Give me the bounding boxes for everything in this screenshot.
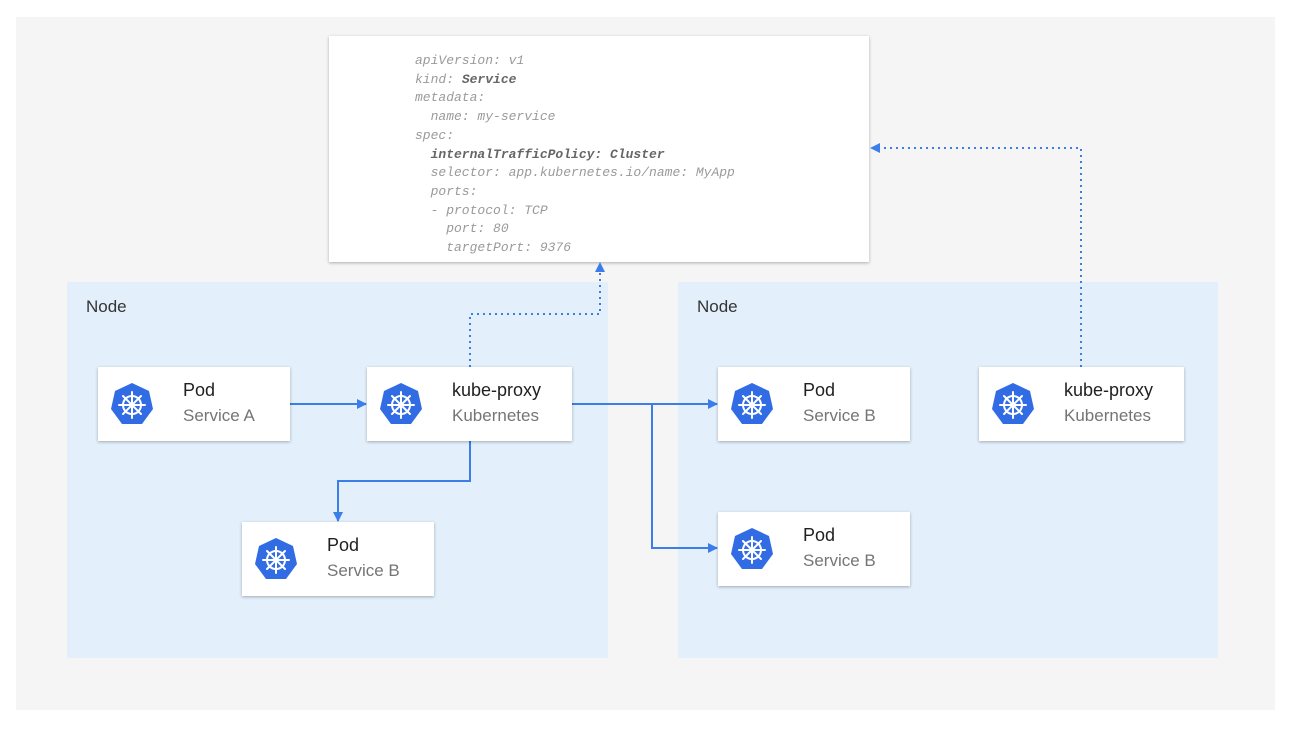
kubernetes-icon xyxy=(730,527,774,570)
service-yaml: apiVersion: v1 kind: Service metadata: n… xyxy=(329,36,869,262)
kubernetes-icon xyxy=(379,382,423,425)
card-subtitle: Kubernetes xyxy=(452,406,539,425)
card-title: kube-proxy xyxy=(1064,380,1154,400)
card-subtitle: Service A xyxy=(183,406,255,425)
yaml-code: apiVersion: v1 kind: Service metadata: n… xyxy=(415,53,735,256)
node-right: Node xyxy=(678,282,1218,658)
arrow-proxy-to-podB-local xyxy=(333,441,471,522)
kubernetes-icon xyxy=(991,382,1035,425)
card-title: Pod xyxy=(327,535,360,555)
kubernetes-icon xyxy=(254,537,298,580)
card-title: kube-proxy xyxy=(452,380,542,400)
kube-proxy-left-card[interactable]: kube-proxy Kubernetes xyxy=(367,367,572,441)
dotted-proxy2-to-service xyxy=(870,143,1082,367)
card-title: Pod xyxy=(803,380,836,400)
card-subtitle: Service B xyxy=(803,551,876,570)
pod-service-b-local-card[interactable]: Pod Service B xyxy=(242,522,434,596)
node-label: Node xyxy=(86,297,127,316)
kube-proxy-right-card[interactable]: kube-proxy Kubernetes xyxy=(979,367,1184,441)
pod-service-b-remote1-card[interactable]: Pod Service B xyxy=(718,367,910,441)
card-title: Pod xyxy=(803,525,836,545)
dotted-proxy-to-service xyxy=(469,262,605,367)
arrow-proxy-to-podB-remote2 xyxy=(651,404,718,553)
kubernetes-icon xyxy=(110,382,154,425)
pod-service-a-card[interactable]: Pod Service A xyxy=(98,367,290,441)
card-subtitle: Kubernetes xyxy=(1064,406,1151,425)
card-subtitle: Service B xyxy=(327,561,400,580)
node-label: Node xyxy=(697,297,738,316)
card-title: Pod xyxy=(183,380,216,400)
card-subtitle: Service B xyxy=(803,406,876,425)
kubernetes-icon xyxy=(730,382,774,425)
pod-service-b-remote2-card[interactable]: Pod Service B xyxy=(718,512,910,586)
